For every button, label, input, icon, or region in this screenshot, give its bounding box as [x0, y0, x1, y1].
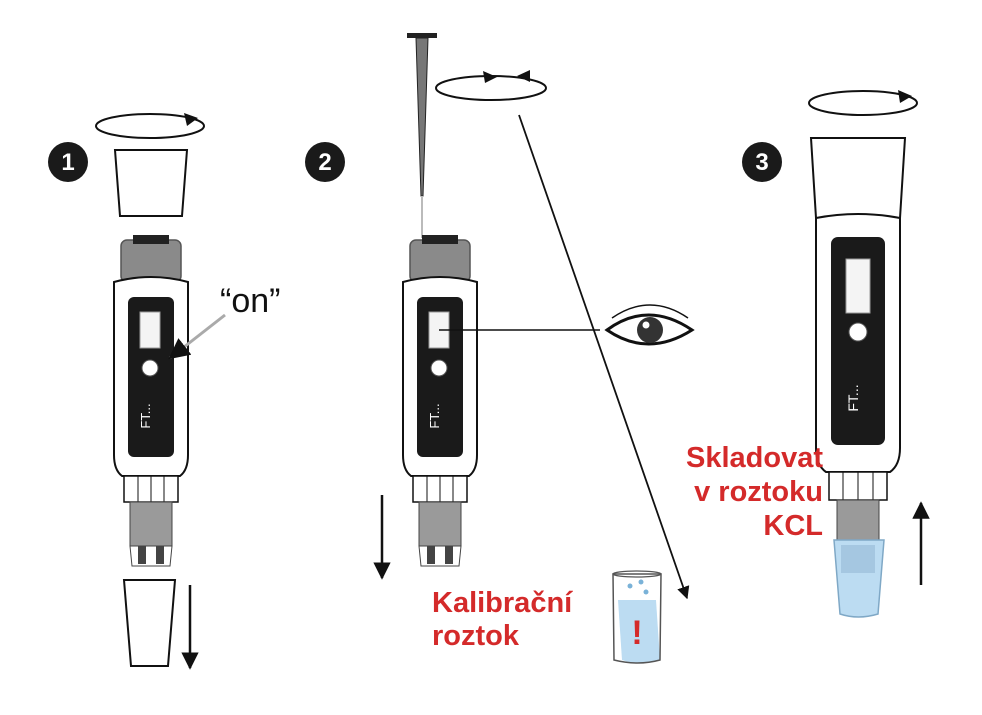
step-1: 1 FT... “on”: [48, 113, 280, 670]
step-1-on-annotation: “on”: [220, 282, 280, 320]
power-button-icon: [430, 359, 448, 377]
step-2-number: 2: [318, 149, 331, 176]
calibration-solution-glass: !: [612, 570, 662, 664]
calibration-label-line1: Kalibrační: [432, 587, 573, 619]
step-1-model-text: FT...: [138, 403, 153, 428]
step-3-meter: FT...: [809, 137, 907, 618]
step-3: 3 FT... Skladovat v roztoku: [686, 90, 930, 618]
rotate-icon: [95, 113, 205, 139]
step-2-model-text: FT...: [427, 403, 442, 428]
step-3-badge: 3: [742, 142, 782, 182]
pipette-icon: [407, 33, 437, 238]
step-1-cap: [113, 149, 189, 217]
step-2-badge: 2: [305, 142, 345, 182]
storage-label-line2: v roztoku: [694, 476, 823, 508]
step-3-number: 3: [755, 149, 768, 176]
storage-label-line1: Skladovat: [686, 442, 823, 474]
power-button-icon: [848, 322, 868, 342]
step-1-meter: FT...: [113, 235, 189, 567]
rotate-icon: [808, 90, 918, 116]
step-3-model-text: FT...: [845, 384, 861, 411]
eye-icon: [604, 304, 695, 346]
storage-label-line3: KCL: [763, 510, 823, 542]
power-button-icon: [141, 359, 159, 377]
rotate-icon: [435, 70, 547, 101]
warning-mark: !: [631, 614, 642, 652]
step-1-number: 1: [61, 149, 74, 176]
calibration-label-line2: roztok: [432, 620, 520, 652]
step-1-sleeve: [122, 579, 177, 667]
step-2-meter: FT...: [402, 235, 478, 567]
step-2: 2 FT...: [305, 33, 695, 664]
step-2-diagonal-arrow: [518, 114, 690, 600]
step-1-badge: 1: [48, 142, 88, 182]
